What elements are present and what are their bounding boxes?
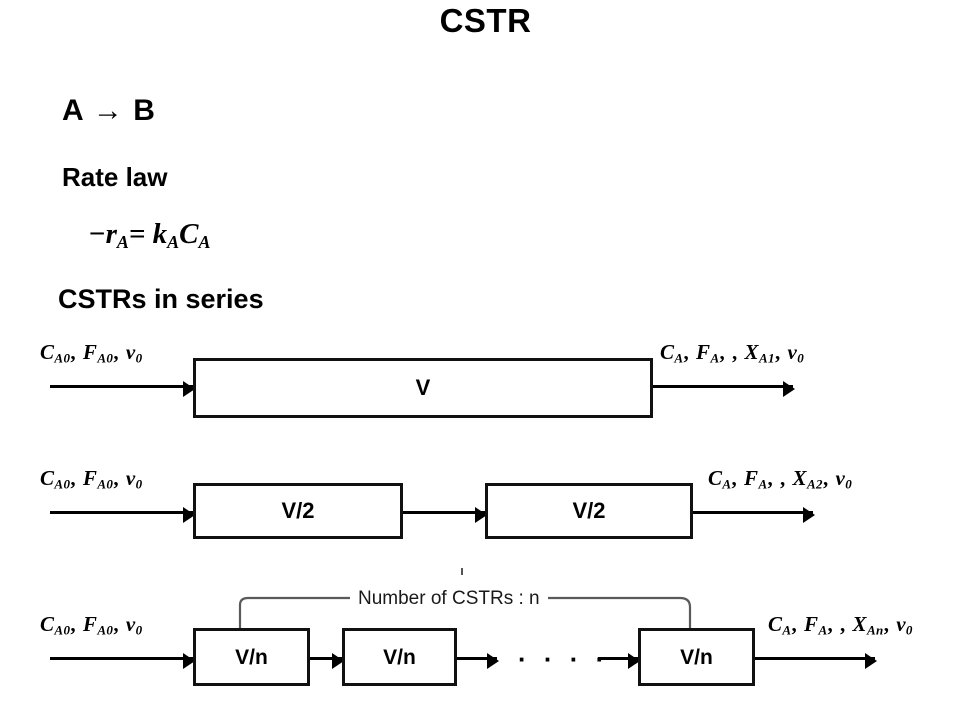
inlet-molar-flow-subscript: A0 [97,622,114,638]
inlet-volumetric-flow-subscript: 0 [135,622,143,638]
equation-rate-constant-subscript: A [167,232,180,253]
row3-connector-arrow-2 [457,653,499,669]
row3-connector-arrow-1 [310,653,344,669]
inlet-volumetric-flow-subscript: 0 [135,350,143,366]
row2-outlet-label: CA, FA, , XA2, v0 [708,466,853,492]
reaction-heading: A → B [62,94,156,127]
inlet-molar-flow-symbol: F [82,466,98,490]
equation-equals: = [128,218,146,250]
row1-inlet-label: CA0, FA0, v0 [40,340,143,366]
row3-ellipsis: · · · · [518,644,610,674]
page-title: CSTR [439,2,532,39]
row2-connector-arrow-1 [403,507,487,523]
outlet-volumetric-flow-subscript: 0 [905,622,913,638]
outlet-molar-flow-symbol: F [804,612,819,636]
row1-inlet-arrow [50,381,195,397]
row3-outlet-arrow [755,653,877,669]
equation-lhs-subscript: A [116,232,129,253]
outlet-molar-flow-subscript: A [710,350,720,366]
row3-outlet-label: CA, FA, , XAn, v0 [768,612,913,638]
outlet-conversion-symbol: X [792,466,807,490]
row3-inlet-label: CA0, FA0, v0 [40,612,143,638]
outlet-volumetric-flow-subscript: 0 [845,476,853,492]
inlet-volumetric-flow-subscript: 0 [135,476,143,492]
outlet-volumetric-flow-symbol: v [896,612,906,636]
inlet-concentration-symbol: C [40,340,55,364]
reactor-volume-label: V/2 [572,498,606,523]
outlet-conversion-subscript: A2 [806,476,823,492]
equation-concentration-subscript: A [198,232,211,253]
rate-law-equation: −rA= kACA [88,218,211,253]
row2-outlet-arrow [693,507,815,523]
outlet-molar-flow-symbol: F [744,466,759,490]
reactor-volume-label: V/n [235,645,268,669]
equation-lhs-variable: r [105,218,117,250]
outlet-concentration-symbol: C [660,340,675,364]
outlet-concentration-subscript: A [782,622,792,638]
reactor-row1-1: V [193,358,653,418]
outlet-conversion-symbol: X [852,612,867,636]
inlet-molar-flow-symbol: F [82,340,98,364]
reactor-row3-3: V/n [638,628,755,686]
inlet-concentration-symbol: C [40,612,55,636]
outlet-volumetric-flow-subscript: 0 [797,350,805,366]
reactor-volume-label: V/n [680,645,713,669]
row2-inlet-arrow [50,507,195,523]
outlet-molar-flow-subscript: A [818,622,828,638]
outlet-molar-flow-symbol: F [696,340,711,364]
outlet-concentration-symbol: C [708,466,723,490]
reactor-row2-2: V/2 [485,483,693,539]
reactor-volume-label: V/n [383,645,416,669]
inlet-concentration-subscript: A0 [54,476,71,492]
cstrs-in-series-heading: CSTRs in series [58,284,264,314]
reactor-row2-1: V/2 [193,483,403,539]
outlet-concentration-subscript: A [722,476,732,492]
inlet-concentration-symbol: C [40,466,55,490]
outlet-conversion-subscript: An [866,622,884,638]
reactor-row3-2: V/n [342,628,457,686]
inlet-volumetric-flow-symbol: v [125,612,136,636]
outlet-concentration-symbol: C [768,612,783,636]
outlet-volumetric-flow-symbol: v [835,466,846,490]
outlet-conversion-subscript: A1 [758,350,775,366]
inlet-concentration-subscript: A0 [54,350,71,366]
row3-inlet-arrow [50,653,195,669]
outlet-molar-flow-subscript: A [758,476,768,492]
outlet-conversion-symbol: X [744,340,759,364]
rate-law-heading: Rate law [62,162,168,192]
outlet-volumetric-flow-symbol: v [787,340,798,364]
reactor-volume-label: V [415,375,431,400]
reactor-volume-label: V/2 [281,498,315,523]
equation-minus-sign: − [88,218,106,250]
row1-outlet-label: CA, FA, , XA1, v0 [660,340,805,366]
inlet-concentration-subscript: A0 [54,622,71,638]
row2-inlet-label: CA0, FA0, v0 [40,466,143,492]
inlet-volumetric-flow-symbol: v [125,340,136,364]
equation-rate-constant: k [152,218,168,250]
row1-outlet-arrow [653,381,795,397]
inlet-molar-flow-subscript: A0 [97,350,114,366]
bracket-label: Number of CSTRs : n [350,588,548,610]
bracket-tick-icon [461,568,463,575]
outlet-concentration-subscript: A [674,350,684,366]
inlet-molar-flow-symbol: F [82,612,98,636]
inlet-volumetric-flow-symbol: v [125,466,136,490]
row3-connector-arrow-3 [598,653,640,669]
reactor-row3-1: V/n [193,628,310,686]
inlet-molar-flow-subscript: A0 [97,476,114,492]
equation-concentration: C [179,218,199,250]
